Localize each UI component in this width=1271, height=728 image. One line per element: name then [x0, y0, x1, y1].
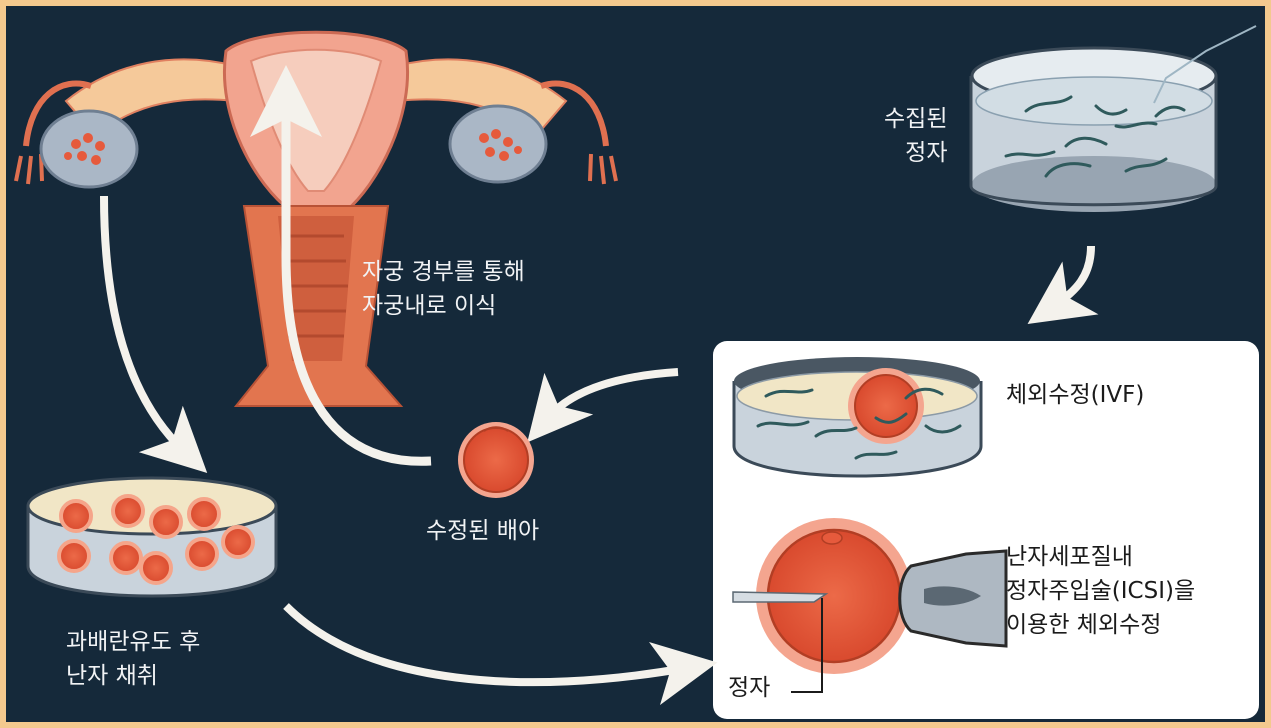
label-fertilized-embryo: 수정된 배아: [426, 514, 539, 548]
label-ivf: 체외수정(IVF): [1006, 378, 1144, 412]
diagram-canvas: 수집된 정자 자궁 경부를 통해 자궁내로 이식 수정된 배아 과배란유도 후 …: [6, 6, 1265, 722]
label-retrieval: 과배란유도 후 난자 채취: [66, 625, 200, 693]
egg-dish: [28, 478, 276, 596]
label-collected-sperm: 수집된 정자: [884, 102, 947, 170]
icsi-illustration: [733, 518, 1006, 692]
ivf-dish: [734, 357, 981, 476]
fertilized-embryo: [458, 422, 534, 498]
ovary-left: [41, 111, 137, 187]
label-icsi: 난자세포질내 정자주입술(ICSI)을 이용한 체외수정: [1006, 540, 1195, 642]
label-transfer: 자궁 경부를 통해 자궁내로 이식: [362, 255, 525, 323]
ovary-right: [450, 106, 546, 182]
label-sperm: 정자: [728, 671, 770, 705]
sperm-dish: [971, 26, 1256, 212]
